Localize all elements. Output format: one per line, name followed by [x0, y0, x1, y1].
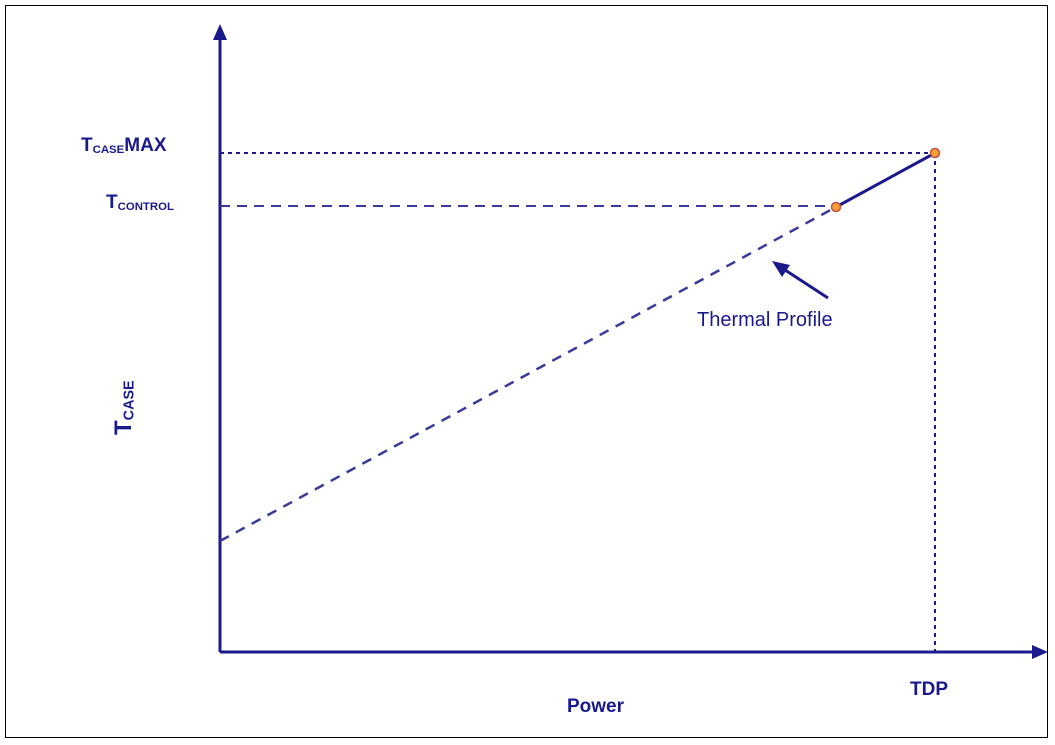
- annotation-arrowhead: [772, 261, 790, 277]
- y-axis-label: TCASE: [110, 380, 138, 435]
- tcase-max-point: [929, 147, 941, 159]
- thermal-profile-line: [835, 151, 936, 209]
- extrapolated-profile-line: [219, 205, 837, 543]
- annotation-arrow-line: [781, 266, 829, 300]
- diagram-frame: [5, 5, 1048, 738]
- x-axis-arrowhead: [1032, 645, 1048, 659]
- tdp-label: TDP: [910, 679, 948, 700]
- tcontrol-point: [830, 201, 842, 213]
- y-axis-arrowhead: [213, 24, 227, 40]
- x-axis-label: Power: [567, 696, 625, 717]
- tcontrol-label: TCONTROL: [106, 192, 174, 214]
- thermal-profile-annotation: Thermal Profile: [697, 309, 833, 331]
- tcase-max-label: TCASEMAX: [81, 135, 167, 157]
